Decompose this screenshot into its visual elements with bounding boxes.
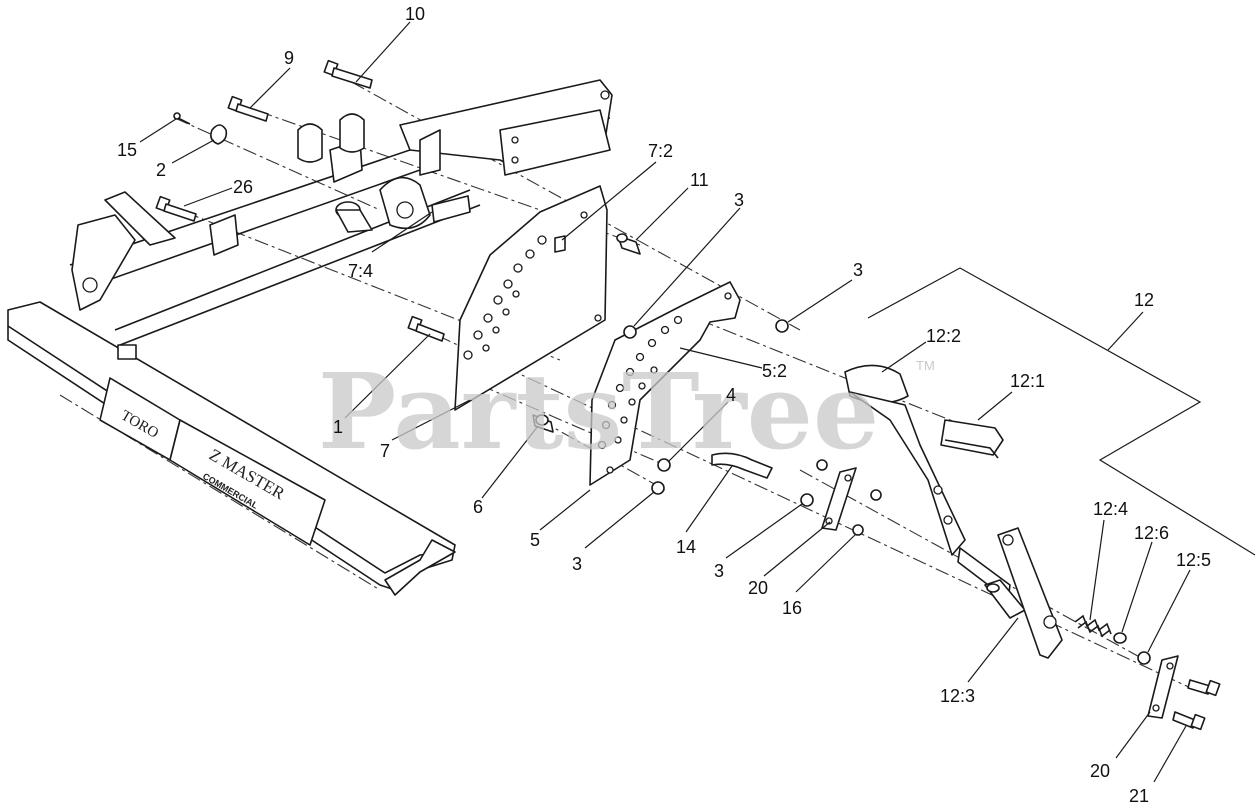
callout-7-4: 7:4	[348, 261, 373, 281]
callout-12-5: 12:5	[1176, 550, 1211, 570]
watermark-trademark: TM	[916, 358, 935, 373]
callout-12-6: 12:6	[1134, 523, 1169, 543]
callout-20-middle: 20	[748, 578, 768, 598]
front-cover-panel	[7, 301, 456, 596]
spacer-6	[532, 414, 554, 433]
callout-3-bottom: 3	[572, 554, 582, 574]
callout-4: 4	[726, 385, 736, 405]
pedal-arm	[849, 391, 966, 556]
callout-26: 26	[233, 177, 253, 197]
pedal-pad-12-1	[940, 419, 1004, 459]
spacer-11	[616, 233, 641, 255]
bolt-9	[227, 95, 269, 122]
model-decal-frame	[169, 419, 326, 546]
washer-12-6	[1113, 632, 1127, 644]
callout-20-bottom: 20	[1090, 761, 1110, 781]
bolt-26	[155, 195, 197, 222]
pivot-arm	[997, 527, 1063, 659]
callout-16: 16	[782, 598, 802, 618]
spring-12-4	[1074, 614, 1112, 638]
watermark: PartsTree TM	[318, 350, 935, 473]
callout-21: 21	[1129, 786, 1149, 806]
nut-12-5	[1137, 651, 1151, 665]
clip-2	[210, 124, 228, 145]
quadrant-plate-5	[589, 281, 741, 486]
callout-11: 11	[690, 170, 709, 190]
callout-2: 2	[156, 160, 166, 180]
callout-6: 6	[473, 497, 483, 517]
bolt-10	[323, 59, 373, 89]
callout-leaders	[139, 21, 1191, 783]
link-20-bottom	[1147, 655, 1179, 719]
callout-labels: 10 9 15 2 26 7:2 11 3 3 7:4 12 12:2 12:1…	[117, 4, 1211, 806]
link-20-middle	[821, 467, 857, 531]
nut-4	[657, 458, 671, 472]
grip-14	[711, 452, 773, 479]
callout-7-2: 7:2	[648, 141, 673, 161]
pedal-shaft-12-3	[957, 547, 1026, 619]
frame-nut	[117, 344, 137, 360]
callout-12-1: 12:1	[1010, 371, 1045, 391]
bolts-21	[1172, 679, 1221, 731]
callout-10: 10	[405, 4, 425, 24]
callout-1: 1	[333, 417, 343, 437]
callout-3-top: 3	[734, 190, 744, 210]
callout-5-2: 5:2	[762, 361, 787, 381]
pin-15	[173, 112, 191, 125]
callout-3-lower: 3	[714, 561, 724, 581]
callout-7: 7	[380, 441, 390, 461]
nut-16	[852, 524, 864, 536]
callout-12: 12	[1134, 290, 1154, 310]
callout-5: 5	[530, 530, 540, 550]
quadrant-plate-5-holes	[597, 292, 732, 474]
pedal-assembly-12	[844, 364, 1151, 665]
quadrant-plate-7-holes	[463, 211, 602, 360]
nuts-3	[623, 319, 814, 507]
nut-extra	[816, 459, 882, 501]
callout-12-4: 12:4	[1093, 499, 1128, 519]
callout-3-right: 3	[853, 260, 863, 280]
callout-9: 9	[284, 48, 294, 68]
callout-12-3: 12:3	[940, 686, 975, 706]
callout-14: 14	[676, 537, 696, 557]
bolt-1	[407, 315, 445, 342]
bolts-and-spacers	[155, 59, 882, 536]
callout-15: 15	[117, 140, 137, 160]
callout-12-2: 12:2	[926, 326, 961, 346]
pivot-bracket	[335, 176, 471, 233]
assembly-12-bracket	[867, 267, 1256, 556]
frame-rails	[69, 79, 613, 360]
partstree-watermark: PartsTree	[318, 350, 879, 473]
